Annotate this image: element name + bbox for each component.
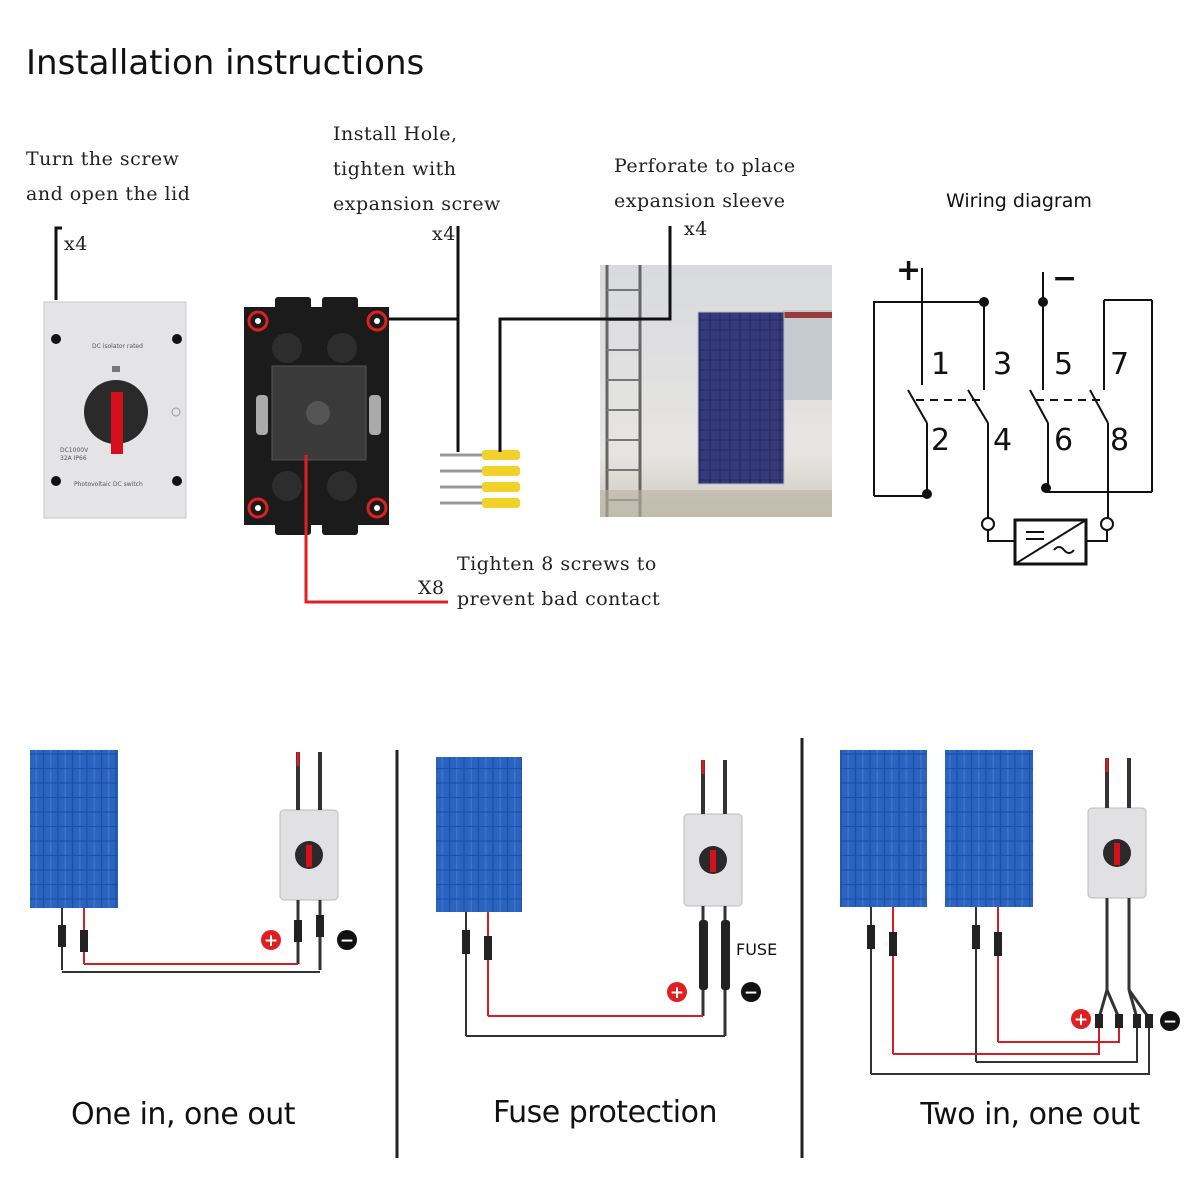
step-open-lid: Turn the screw and open the lid x4 DC is… — [26, 148, 190, 519]
scenario-fuse-protection: FUSE + − Fuse protection — [436, 757, 777, 1130]
minus-symbol: − — [1163, 1012, 1177, 1032]
step-perforate-line1: Perforate to place — [614, 155, 796, 177]
plus-symbol: + — [264, 931, 278, 951]
scenario-two-in-one-out: + − Two in, one out — [840, 750, 1180, 1132]
plus-marker — [667, 982, 687, 1002]
solar-panel — [436, 757, 522, 912]
solar-panel — [840, 750, 927, 907]
step-hole-line1: Install Hole, — [333, 123, 458, 145]
step-hole-line2: tighten with — [333, 158, 456, 180]
svg-text:32A IP66: 32A IP66 — [60, 455, 87, 462]
step-hole-qty: x4 — [432, 223, 456, 245]
negative-wire — [976, 1028, 1138, 1063]
solar-panel — [30, 750, 118, 908]
positive-wire — [893, 1028, 1100, 1055]
pin-2: 2 — [931, 423, 950, 458]
minus-symbol: − — [340, 931, 354, 951]
minus-marker — [337, 930, 357, 950]
pin-8: 8 — [1110, 423, 1129, 458]
step-screw-line1: Turn the screw — [26, 148, 180, 170]
step-perforate-qty: x4 — [684, 218, 708, 240]
step-tighten-line2: prevent bad contact — [457, 588, 660, 610]
pin-7: 7 — [1110, 347, 1129, 382]
step-hole-line3: expansion screw — [333, 193, 501, 215]
step-tighten-qty: X8 — [418, 577, 445, 599]
svg-text:DC1000V: DC1000V — [60, 447, 89, 454]
wiring-plus: + — [896, 253, 921, 288]
pin-6: 6 — [1054, 423, 1073, 458]
pin-1: 1 — [931, 347, 950, 382]
leader-line-tighten — [304, 455, 448, 604]
expansion-screws — [440, 450, 520, 508]
plus-symbol: + — [1074, 1010, 1088, 1030]
svg-text:DC isolator rated: DC isolator rated — [92, 343, 143, 350]
wiring-diagram: Wiring diagram + − 1 — [873, 190, 1153, 566]
solar-panel — [945, 750, 1033, 907]
minus-marker — [741, 982, 761, 1002]
pin-5: 5 — [1054, 347, 1073, 382]
negative-wire — [871, 1028, 1150, 1075]
fuse-holder — [721, 920, 730, 990]
caption-fuse-protection: Fuse protection — [493, 1095, 717, 1130]
step-perforate-line2: expansion sleeve — [614, 190, 786, 212]
plus-marker — [261, 930, 281, 950]
step-tighten-line1: Tighten 8 screws to — [457, 553, 657, 575]
fuse-label: FUSE — [736, 940, 777, 959]
scenario-one-in-one-out: + − One in, one out — [30, 750, 357, 1132]
minus-symbol: − — [744, 983, 758, 1003]
caption-two-in-one-out: Two in, one out — [919, 1097, 1140, 1132]
page-title: Installation instructions — [26, 43, 424, 83]
step-mount-box: Install Hole, tighten with expansion scr… — [244, 123, 660, 610]
plus-symbol: + — [670, 983, 684, 1003]
wiring-minus: − — [1052, 261, 1077, 296]
plus-marker — [1071, 1009, 1091, 1029]
step-wall-mount: Perforate to place expansion sleeve x4 — [498, 155, 832, 517]
minus-marker — [1160, 1011, 1180, 1031]
open-enclosure — [244, 297, 389, 535]
isolator-switch-closed: DC isolator rated DC1000V 32A IP66 Photo… — [43, 301, 187, 519]
pin-4: 4 — [993, 423, 1012, 458]
svg-text:Photovoltaic DC switch: Photovoltaic DC switch — [74, 481, 143, 488]
wall-photo — [600, 265, 832, 517]
fuse-holder — [699, 920, 708, 990]
step-screw-qty: x4 — [64, 233, 88, 255]
leader-line-perforate — [498, 226, 672, 452]
positive-wire — [998, 1028, 1120, 1043]
pin-3: 3 — [993, 347, 1012, 382]
step-screw-line2: and open the lid — [26, 183, 190, 205]
wiring-title: Wiring diagram — [946, 190, 1092, 212]
caption-one-in-one-out: One in, one out — [71, 1097, 296, 1132]
leader-line-screw — [54, 226, 62, 300]
